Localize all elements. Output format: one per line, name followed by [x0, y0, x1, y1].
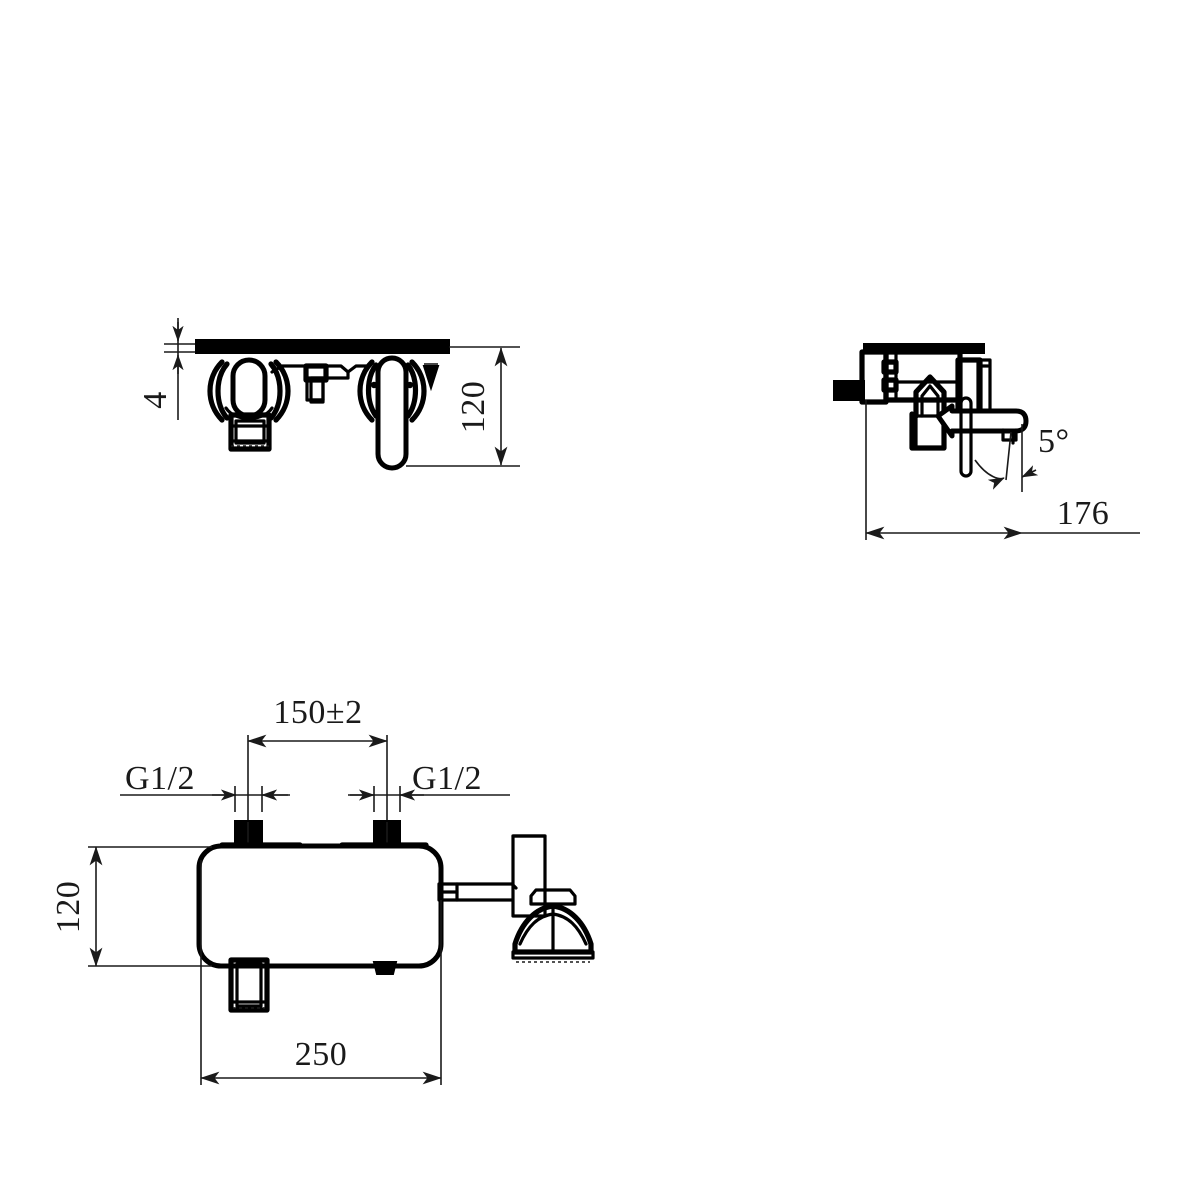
side-body: [881, 349, 963, 403]
dim-overall-width: 250: [200, 860, 442, 1085]
dim-thread-right-label: G1/2: [412, 760, 482, 797]
knob-base-bracket: [228, 412, 272, 452]
wall-plate: [195, 339, 450, 354]
diverter-button: [372, 961, 398, 975]
view-top: 4: [137, 318, 520, 471]
lever-indicator-arrow: [422, 363, 440, 392]
lever-handle-assembly: [357, 355, 427, 471]
diverter-body: [270, 363, 370, 404]
dim-overall-width-label: 250: [295, 1036, 348, 1073]
dim-thread-left: G1/2: [120, 760, 290, 812]
mixer-body: [196, 843, 444, 969]
wall-flange: [859, 349, 889, 405]
view-side: 5° 176: [833, 343, 1140, 540]
dim-plate-thickness-label: 4: [137, 391, 174, 409]
dim-top-height-label: 120: [455, 381, 492, 434]
dim-inlet-centres-label: 150±2: [273, 694, 362, 731]
side-down-pipe: [959, 396, 973, 478]
bottom-outlet: [228, 957, 270, 1013]
dim-body-height: 120: [50, 846, 212, 967]
body-right-outlet: [437, 882, 459, 902]
dim-spout-angle: 5°: [974, 423, 1070, 492]
dim-projection-label: 176: [1057, 495, 1110, 532]
hand-shower: [511, 888, 595, 963]
side-handle-post: [955, 357, 992, 418]
dim-body-height-label: 120: [50, 881, 87, 934]
dim-projection: 176: [865, 400, 1140, 540]
side-lever: [909, 374, 947, 451]
dim-thread-left-label: G1/2: [125, 760, 195, 797]
dim-thread-right: G1/2: [348, 760, 510, 812]
dim-top-height: 120: [455, 347, 508, 466]
shower-arm: [455, 882, 518, 902]
dim-inlet-centres: 150±2: [247, 694, 388, 826]
view-front: 150±2 G1/2 G1/2: [50, 694, 595, 1085]
dim-spout-angle-label: 5°: [1038, 423, 1070, 460]
